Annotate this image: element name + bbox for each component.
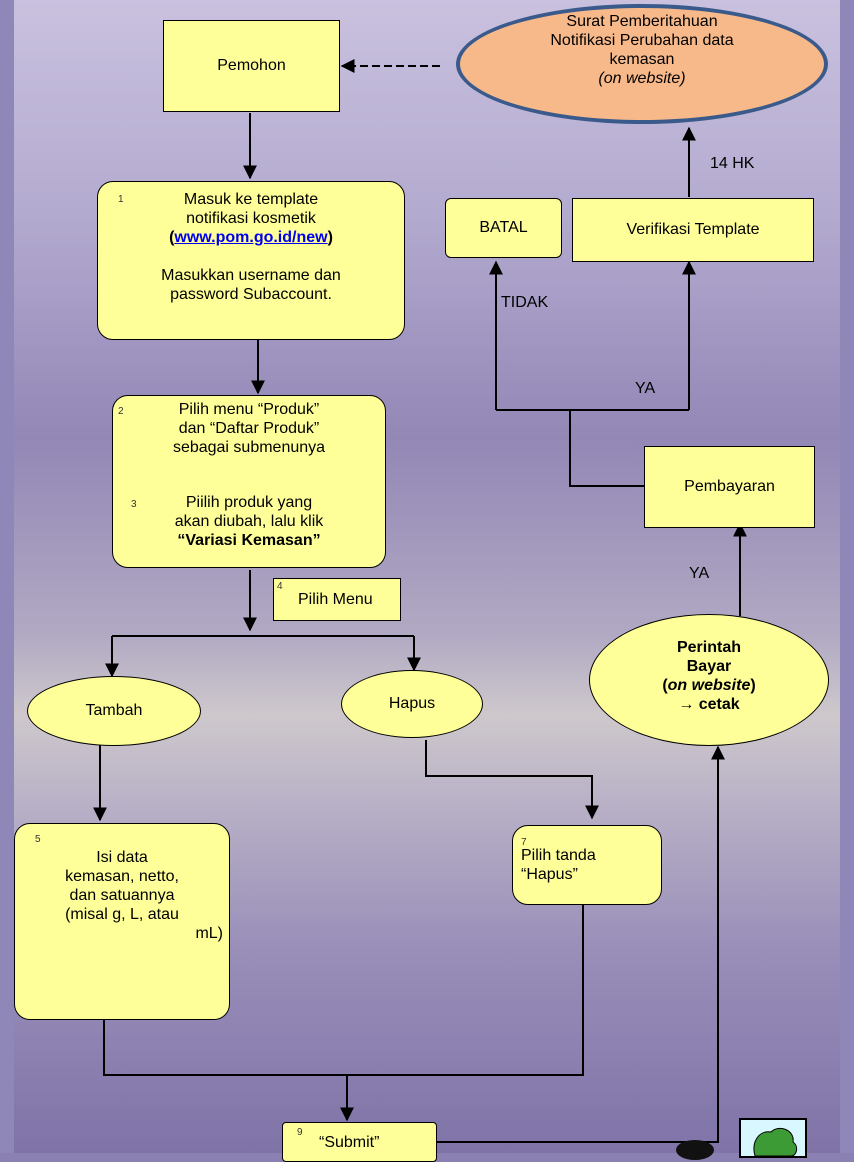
perintah-line-3-close: ) — [750, 677, 756, 694]
node-tambah-label: Tambah — [85, 702, 143, 719]
pom-website-link[interactable]: www.pom.go.id/new — [174, 229, 328, 246]
node-pembayaran: Pembayaran — [644, 446, 815, 528]
perintah-line-1: Perintah — [676, 639, 741, 656]
masuk-line-2: notifikasi kosmetik — [186, 210, 316, 227]
node-pemohon-label: Pemohon — [217, 57, 286, 74]
step-number-7: 7 — [521, 837, 527, 848]
node-submit: 9 “Submit” — [282, 1122, 437, 1162]
produk-line-6: “Variasi Kemasan” — [177, 532, 321, 549]
node-verifikasi-label: Verifikasi Template — [626, 221, 760, 238]
edge-isi-to-merge — [103, 1020, 347, 1076]
node-pilih-menu: 4 Pilih Menu — [273, 578, 401, 621]
node-pilih-menu-produk: 2 Pilih menu “Produk” dan “Daftar Produk… — [112, 395, 386, 568]
node-surat-pemberitahuan: Surat Pemberitahuan Notifikasi Perubahan… — [456, 4, 828, 124]
node-pilih-menu-label: Pilih Menu — [298, 591, 373, 608]
isi-line-3: dan satuannya — [69, 887, 175, 904]
isi-line-2: kemasan, netto, — [65, 868, 179, 885]
perintah-line-3-open: ( — [662, 677, 668, 694]
produk-line-2: dan “Daftar Produk” — [178, 420, 320, 437]
surat-line-3: kemasan — [609, 51, 675, 68]
isi-line-5: mL) — [195, 925, 223, 942]
surat-line-1: Surat Pemberitahuan — [566, 13, 718, 30]
step-number-4: 4 — [277, 581, 283, 592]
masuk-line-4: Masukkan username dan — [161, 267, 341, 284]
node-hapus-label: Hapus — [388, 695, 436, 712]
edge-pembayaran-to-split — [569, 410, 644, 487]
node-pembayaran-label: Pembayaran — [684, 478, 775, 495]
perintah-line-2: Bayar — [686, 658, 732, 675]
node-batal: BATAL — [445, 198, 562, 258]
masuk-link-open: ( — [169, 229, 175, 246]
edge-pilih-tanda-to-merge — [347, 905, 584, 1076]
clipart-image — [739, 1118, 807, 1158]
masuk-line-5: password Subaccount. — [170, 286, 332, 303]
edge-label-14hk: 14 HK — [710, 155, 755, 172]
background-right-band — [840, 0, 854, 1153]
node-tambah: Tambah — [27, 676, 201, 746]
step-number-2: 2 — [118, 406, 124, 417]
surat-line-4: (on website) — [598, 70, 686, 87]
node-masuk-template: 1 Masuk ke template notifikasi kosmetik … — [97, 181, 405, 340]
produk-line-1: Pilih menu “Produk” — [178, 401, 320, 418]
produk-line-4: Piilih produk yang — [185, 494, 313, 511]
node-batal-label: BATAL — [479, 219, 528, 236]
masuk-link-close: ) — [327, 229, 333, 246]
perintah-line-3-italic: on website — [667, 677, 751, 694]
step-number-9: 9 — [297, 1127, 303, 1138]
figure-head-icon — [676, 1140, 714, 1160]
step-number-3: 3 — [131, 499, 137, 510]
edge-label-ya-top: YA — [635, 380, 656, 397]
node-pemohon: Pemohon — [163, 20, 340, 112]
node-pilih-tanda-hapus: 7 Pilih tanda “Hapus” — [512, 825, 662, 905]
edge-hapus-to-pilih-tanda — [425, 740, 599, 820]
edge-label-ya-right: YA — [689, 565, 710, 582]
node-submit-label: “Submit” — [319, 1134, 380, 1151]
node-hapus: Hapus — [341, 670, 483, 738]
perintah-line-4: → cetak — [678, 696, 740, 713]
background-left-band — [0, 0, 14, 1153]
step-number-5: 5 — [35, 834, 41, 845]
pilih-tanda-line-2: “Hapus” — [521, 866, 578, 883]
edge-submit-to-perintah — [437, 745, 725, 1143]
node-verifikasi-template: Verifikasi Template — [572, 198, 814, 262]
surat-line-2: Notifikasi Perubahan data — [550, 32, 734, 49]
node-isi-data: 5 Isi data kemasan, netto, dan satuannya… — [14, 823, 230, 1020]
isi-line-1: Isi data — [96, 849, 148, 866]
edge-label-tidak: TIDAK — [501, 294, 549, 311]
step-number-1: 1 — [118, 194, 124, 205]
produk-line-3: sebagai submenunya — [172, 439, 326, 456]
isi-line-4: (misal g, L, atau — [65, 906, 179, 923]
pilih-tanda-line-1: Pilih tanda — [521, 847, 596, 864]
masuk-line-1: Masuk ke template — [183, 191, 319, 208]
produk-line-5: akan diubah, lalu klik — [174, 513, 324, 530]
tree-icon — [753, 1127, 798, 1157]
node-perintah-bayar: Perintah Bayar (on website) → cetak — [589, 614, 829, 746]
